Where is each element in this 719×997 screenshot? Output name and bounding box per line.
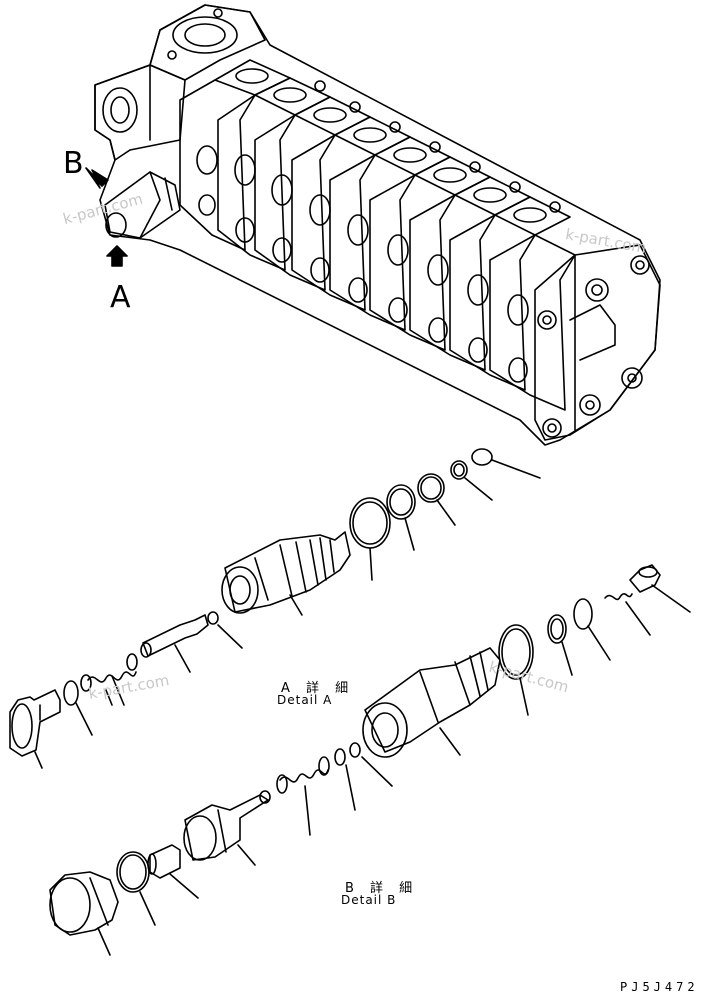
detail-a-parts — [9, 448, 541, 769]
callout-a: A — [110, 280, 131, 315]
drawing-code: PJ5J472 — [620, 980, 699, 994]
detail-a-title-en: Detail A — [277, 693, 333, 707]
valve-end-block — [534, 244, 661, 441]
arrow-a-icon — [106, 245, 128, 267]
arrow-b-icon — [85, 167, 109, 189]
detail-b-title-en: Detail B — [341, 893, 397, 907]
callout-b: B — [63, 146, 84, 181]
detail-b-parts — [49, 564, 691, 956]
control-valve-assembly — [85, 4, 661, 446]
detail-b-title-jp: B 詳 細 — [345, 881, 419, 896]
detail-a-title-jp: A 詳 細 — [281, 681, 355, 696]
valve-sections — [179, 59, 576, 411]
